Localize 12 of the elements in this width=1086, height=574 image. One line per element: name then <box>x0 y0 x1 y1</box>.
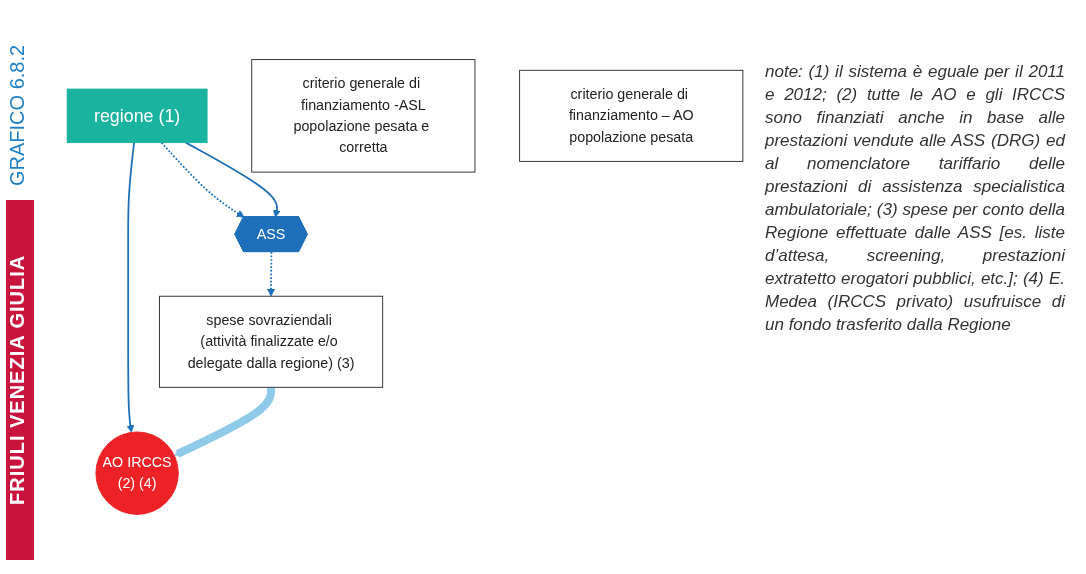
node-box: criterio generale di finanziamento -ASL popolazione pesata e corretta <box>251 59 476 173</box>
arrow <box>160 141 245 218</box>
note-text: note: (1) il sistema è eguale per il 2011 e 2012; (2) tutte le AO e gli IRCCS sono finanziati anche in base alle prestazioni vendute alle ASS (DRG) ed al nomenclatore tariffario delle prestazioni di assistenza specialistica ambulatoriale; (3) spese per conto della Regione effettuate dalle ASS [es. liste d’attesa, screening, prestazioni extratetto erogatori pubblici, etc.]; (4) E. Medea (IRCCS privato) usufruisce di un fondo trasferito dalla Regione <box>765 61 1065 336</box>
arrow <box>267 251 275 297</box>
region-banner: FRIULI VENEZIA GIULIA <box>6 200 34 560</box>
arrow <box>126 141 135 433</box>
node-circle: AO IRCCS (2) (4) <box>95 431 179 515</box>
arrow <box>184 141 281 218</box>
node-box: criterio generale di finanziamento – AO popolazione pesata <box>519 69 744 162</box>
figure-number: GRAFICO 6.8.2 <box>6 43 29 188</box>
node-box: regione (1) <box>66 88 208 144</box>
node-box: spese sovraziendali (attività finalizzate e/o delegate dalla regione) (3) <box>159 295 384 388</box>
